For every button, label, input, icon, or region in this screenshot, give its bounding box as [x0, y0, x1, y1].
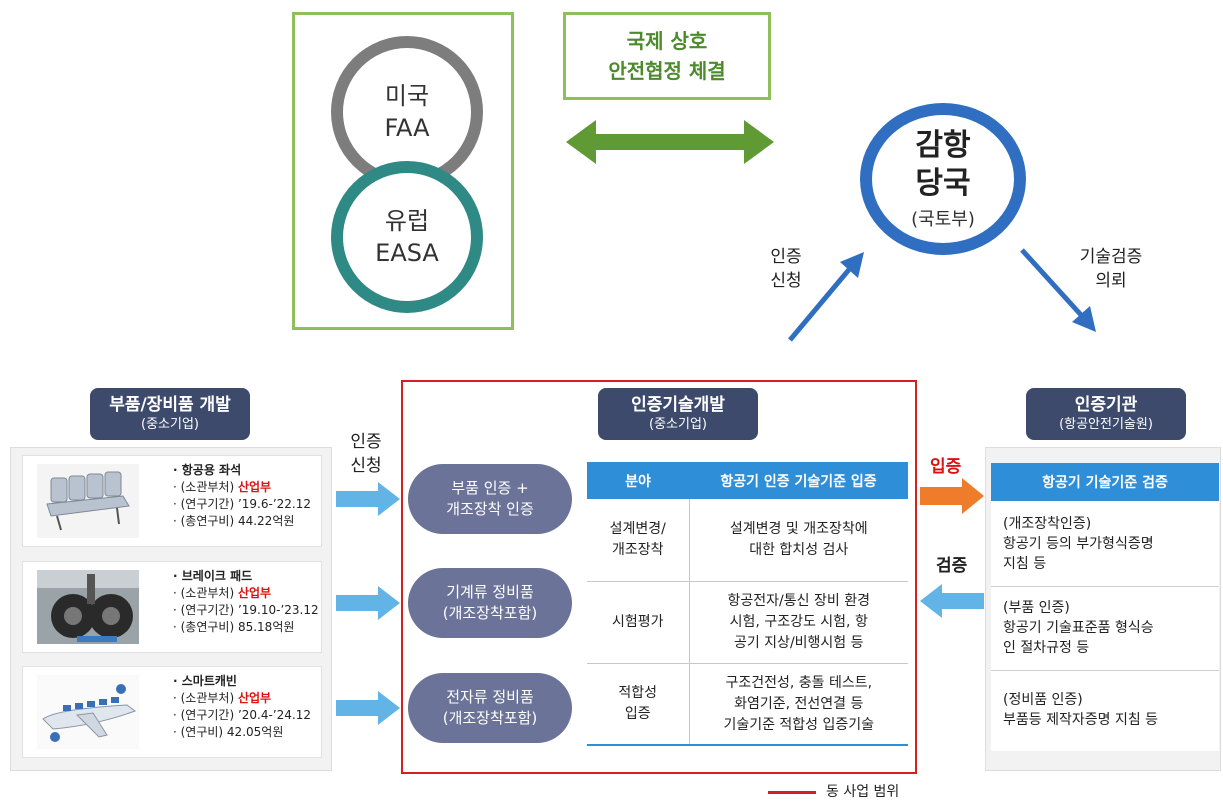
- category-mechanical-parts: 기계류 정비품(개조장착포함): [408, 568, 572, 638]
- faa-country: 미국: [384, 82, 430, 110]
- project-title: · 브레이크 패드: [173, 569, 253, 583]
- ministry: 산업부: [237, 691, 272, 705]
- agreement-line1: 국제 상호: [626, 29, 708, 53]
- arrow-down-right-icon: [1020, 248, 1096, 332]
- project-title: · 스마트캐빈: [173, 674, 237, 688]
- project-budget: · (총연구비) 85.18억원: [173, 620, 295, 634]
- verify-label: 검증: [936, 556, 968, 576]
- left-header: 부품/장비품 개발 (중소기업): [90, 388, 250, 440]
- authority-line1: 감항: [915, 128, 971, 163]
- faa-name: FAA: [384, 114, 430, 142]
- verification-request-label: 기술검증 의뢰: [1079, 247, 1143, 291]
- arrow-left-icon: [920, 584, 984, 618]
- international-box: [292, 12, 514, 330]
- verification-item: (개조장착인증) 항공기 등의 부가형식증명 지침 등: [1003, 516, 1154, 572]
- project-period: · (연구기간) ’19.10-’23.12: [173, 603, 319, 617]
- agreement-line2: 안전협정 체결: [608, 59, 726, 83]
- project-scope-frame: [401, 380, 917, 774]
- project-budget: · (총연구비) 44.22억원: [173, 514, 295, 528]
- standards-table: 분야 항공기 인증 기술기준 입증 설계변경/개조장착 설계변경 및 개조장착에…: [587, 462, 908, 746]
- apply-label-top: 인증 신청: [770, 247, 802, 291]
- smart-cabin-aircraft-image: [37, 675, 139, 749]
- arrow-right-icon: [336, 586, 400, 620]
- verification-body: [991, 501, 1219, 751]
- landing-gear-brake-image: [37, 570, 139, 644]
- prove-label: 입증: [930, 457, 962, 477]
- arrow-right-orange-icon: [920, 478, 984, 514]
- ministry: 산업부: [237, 480, 272, 494]
- column-header: 분야: [587, 462, 689, 499]
- column-header: 항공기 인증 기술기준 입증: [689, 462, 908, 499]
- verification-item: (정비품 인증) 부품등 제작자증명 지침 등: [1003, 692, 1159, 728]
- easa-region: 유럽: [384, 207, 430, 235]
- project-card-smart-cabin: · 스마트캐빈 · (소관부처) 산업부 · (연구기간) ’20.4-’24.…: [22, 666, 322, 758]
- table-header-row: 분야 항공기 인증 기술기준 입증: [587, 462, 908, 499]
- project-period: · (연구기간) ’19.6-’22.12: [173, 497, 311, 511]
- project-card-brake: · 브레이크 패드 · (소관부처) 산업부 · (연구기간) ’19.10-’…: [22, 561, 322, 653]
- authority-sub: (국토부): [911, 209, 975, 230]
- arrow-up-right-icon: [788, 252, 864, 342]
- apply-label-left: 인증 신청: [350, 432, 382, 476]
- project-budget: · (연구비) 42.05억원: [173, 725, 284, 739]
- category-part-certification: 부품 인증 +개조장착 인증: [408, 464, 572, 534]
- ministry: 산업부: [237, 586, 272, 600]
- category-electronic-parts: 전자류 정비품(개조장착포함): [408, 673, 572, 743]
- divider: [991, 586, 1219, 587]
- bidirectional-arrow-icon: [566, 120, 774, 164]
- verification-header: 항공기 기술기준 검증: [991, 463, 1219, 501]
- legend-label: 동 사업 범위: [826, 784, 900, 800]
- arrow-right-icon: [336, 691, 400, 725]
- legend-line: [768, 791, 816, 794]
- verification-item: (부품 인증) 항공기 기술표준품 형식승 인 절차규정 등: [1003, 600, 1154, 656]
- divider: [991, 670, 1219, 671]
- easa-circle: 유럽 EASA: [331, 161, 483, 313]
- arrow-right-icon: [336, 482, 400, 516]
- project-period: · (연구기간) ’20.4-’24.12: [173, 708, 311, 722]
- project-title: · 항공용 좌석: [173, 463, 242, 477]
- project-card-seats: · 항공용 좌석 · (소관부처) 산업부 · (연구기간) ’19.6-’22…: [22, 455, 322, 547]
- authority-line2: 당국: [915, 166, 971, 201]
- right-header: 인증기관 (항공안전기술원): [1026, 388, 1186, 440]
- airplane-seats-image: [37, 464, 139, 538]
- easa-name: EASA: [375, 239, 439, 267]
- center-header: 인증기술개발 (중소기업): [598, 388, 758, 440]
- aviation-authority-circle: 감항 당국 (국토부): [860, 103, 1026, 255]
